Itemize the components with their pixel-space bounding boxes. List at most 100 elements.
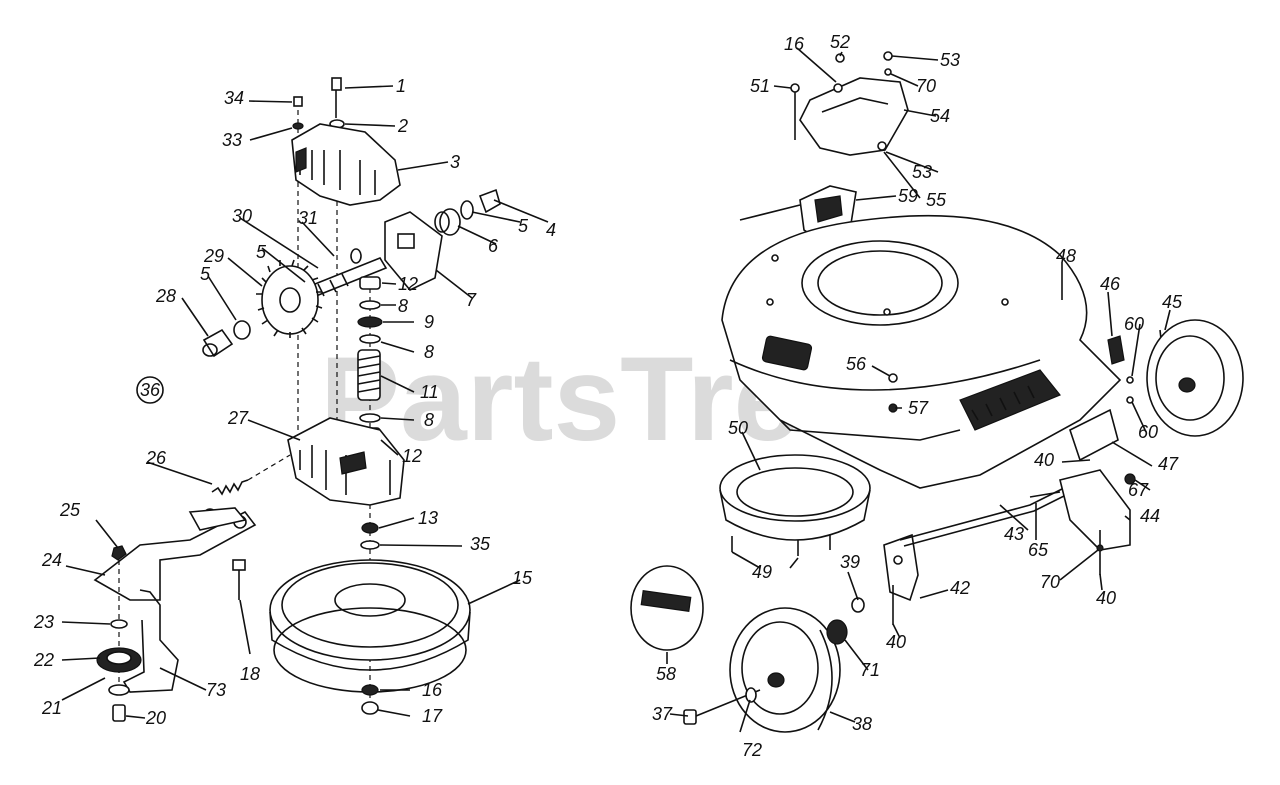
label-36: 36 xyxy=(140,380,161,400)
part-spring-26 xyxy=(211,479,249,496)
label-8a: 8 xyxy=(398,296,408,316)
part-gear-29 xyxy=(256,259,323,338)
label-53a: 53 xyxy=(940,50,960,70)
label-60b: 60 xyxy=(1138,422,1158,442)
label-4: 4 xyxy=(546,220,556,240)
right-assembly xyxy=(630,51,1244,733)
part-bolt-34 xyxy=(293,96,303,107)
part-clip-4 xyxy=(478,188,501,214)
part-bolt-65 xyxy=(1029,491,1061,498)
label-5c: 5 xyxy=(200,264,211,284)
part-washer-72 xyxy=(745,687,757,703)
label-50: 50 xyxy=(728,418,748,438)
part-wheel-rear xyxy=(1146,319,1244,437)
label-11: 11 xyxy=(420,382,439,402)
label-31: 31 xyxy=(298,208,318,228)
label-1: 1 xyxy=(396,76,406,96)
label-28: 28 xyxy=(155,286,176,306)
label-33: 33 xyxy=(222,130,242,150)
label-8c: 8 xyxy=(424,410,434,430)
part-bolt-18 xyxy=(232,559,246,600)
label-51: 51 xyxy=(750,76,770,96)
part-screw-56 xyxy=(888,373,898,383)
part-cover-54 xyxy=(799,77,909,156)
label-72: 72 xyxy=(742,740,762,760)
part-washer-35 xyxy=(360,540,380,550)
part-nut-17 xyxy=(361,701,379,715)
part-washer-70b xyxy=(1096,544,1104,552)
label-9: 9 xyxy=(424,312,434,332)
label-56: 56 xyxy=(846,354,867,374)
label-15: 15 xyxy=(512,568,533,588)
label-42a: 40 xyxy=(1034,450,1054,470)
part-nut-67 xyxy=(1124,473,1136,485)
part-screw-51 xyxy=(790,83,800,93)
label-25: 25 xyxy=(59,500,81,520)
part-bushing-12a xyxy=(359,276,381,290)
label-7: 7 xyxy=(466,290,477,310)
label-40a: 40 xyxy=(886,632,906,652)
part-bracket-42a xyxy=(883,533,919,602)
label-59: 59 xyxy=(898,186,918,206)
part-washer-8a xyxy=(359,300,381,310)
label-43: 43 xyxy=(1004,524,1024,544)
label-67: 67 xyxy=(1128,480,1149,500)
part-washer-8b xyxy=(359,334,381,344)
part-housing-3 xyxy=(291,123,401,206)
part-bracket-44 xyxy=(1059,469,1131,551)
part-bolt-20 xyxy=(112,704,126,722)
label-27: 27 xyxy=(227,408,249,428)
part-bushing-6 xyxy=(434,208,461,236)
label-65: 65 xyxy=(1028,540,1049,560)
label-58: 58 xyxy=(656,664,676,684)
part-screw-53b xyxy=(877,141,887,151)
label-20: 20 xyxy=(145,708,166,728)
part-washer-5a xyxy=(460,200,474,220)
part-idler-pulley-22 xyxy=(96,647,142,673)
label-45: 45 xyxy=(1162,292,1183,312)
label-70a: 70 xyxy=(916,76,936,96)
label-2: 2 xyxy=(397,116,408,136)
label-12a: 12 xyxy=(398,274,418,294)
part-spacer-39 xyxy=(851,597,865,613)
left-assembly xyxy=(93,77,501,722)
part-bushing-28 xyxy=(202,328,234,358)
part-labels: 1 2 3 4 5 5 5 6 7 8 8 8 9 11 12 12 13 15… xyxy=(33,32,1183,760)
label-73: 73 xyxy=(206,680,226,700)
label-26: 26 xyxy=(145,448,167,468)
label-35: 35 xyxy=(470,534,491,554)
label-23: 23 xyxy=(33,612,54,632)
label-38: 38 xyxy=(852,714,872,734)
label-71: 71 xyxy=(860,660,880,680)
label-39: 39 xyxy=(840,552,860,572)
part-wheel-38 xyxy=(729,607,841,733)
label-13: 13 xyxy=(418,508,438,528)
label-55: 55 xyxy=(926,190,947,210)
label-48: 48 xyxy=(1056,246,1076,266)
label-52: 52 xyxy=(830,32,850,52)
part-plate-7 xyxy=(384,211,443,291)
part-bushing-71 xyxy=(826,619,848,645)
part-washer-21 xyxy=(108,684,130,696)
part-axle-43 xyxy=(899,479,1081,541)
part-bolt-1 xyxy=(331,77,342,118)
label-29: 29 xyxy=(203,246,224,266)
part-nut-25 xyxy=(111,545,127,561)
part-worm-gear-11 xyxy=(357,349,381,401)
part-washer-8c xyxy=(359,413,381,423)
label-46: 46 xyxy=(1100,274,1121,294)
label-42b: 42 xyxy=(950,578,970,598)
part-baffle-50 xyxy=(719,454,871,541)
label-17: 17 xyxy=(422,706,443,726)
part-bearing-9 xyxy=(357,316,383,328)
label-16: 16 xyxy=(422,680,443,700)
label-60a: 60 xyxy=(1124,314,1144,334)
label-49: 49 xyxy=(752,562,772,582)
part-knob-46 xyxy=(1107,335,1125,365)
part-deck-48 xyxy=(721,214,1122,489)
label-r16: 16 xyxy=(784,34,805,54)
label-57: 57 xyxy=(908,398,929,418)
part-washer-60b xyxy=(1126,396,1134,404)
